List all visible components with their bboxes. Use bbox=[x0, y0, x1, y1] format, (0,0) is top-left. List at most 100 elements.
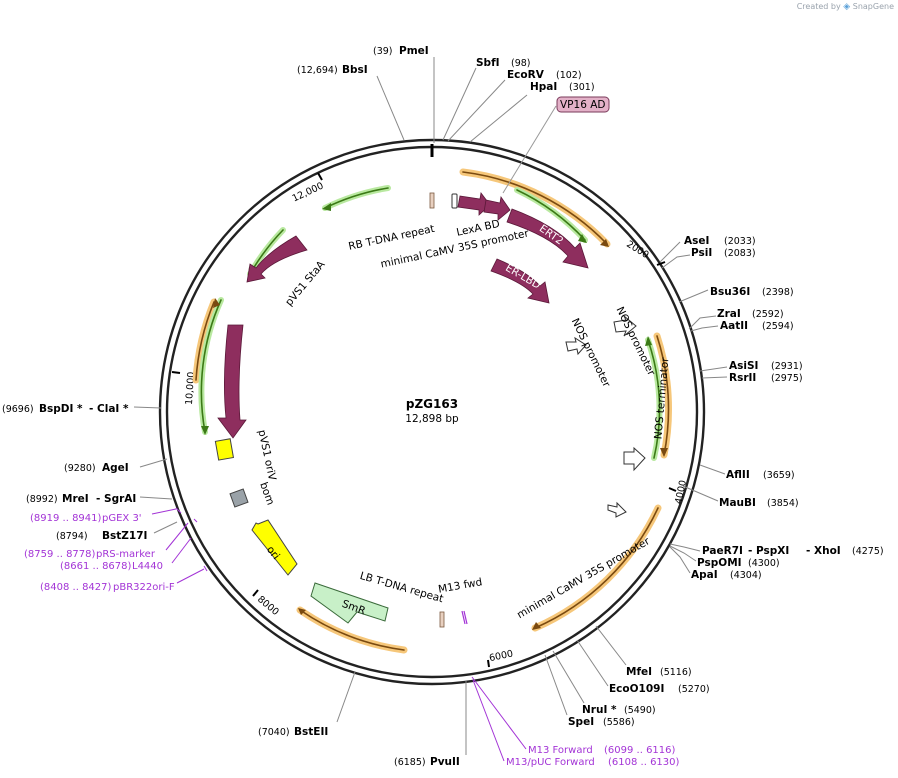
orange-track-4 bbox=[299, 609, 405, 651]
site-nrui-name: NruI * bbox=[582, 704, 617, 716]
site-sbfi-pos: (98) bbox=[511, 58, 531, 69]
tick-12000 bbox=[317, 172, 323, 181]
site-psii-name: PsiI bbox=[691, 247, 712, 259]
bom-box bbox=[229, 488, 249, 508]
primer-leaders bbox=[151, 507, 527, 762]
site-ecoo109i-name: EcoO109I bbox=[609, 683, 664, 695]
orange-arrowhead-3 bbox=[532, 622, 541, 630]
site-pspomi-pos: (4300) bbox=[748, 558, 780, 569]
pvs1-staa-arrow bbox=[246, 235, 308, 283]
primer-l4440-name: L4440 bbox=[132, 561, 163, 572]
site-mrei-name: MreI bbox=[62, 493, 89, 505]
lb-tdna-label: LB T-DNA repeat bbox=[358, 570, 444, 605]
vp16-ad-box bbox=[556, 96, 610, 113]
site-agei-name: AgeI bbox=[102, 462, 129, 474]
rb-tdna-label: RB T-DNA repeat bbox=[347, 223, 435, 253]
primer-pgex-range: (8919 .. 8941) bbox=[30, 513, 102, 524]
green-track-2 bbox=[647, 339, 661, 459]
tick-2000 bbox=[656, 261, 666, 266]
tick-label-8000: 8000 bbox=[255, 594, 281, 618]
orange-arrowhead-4 bbox=[298, 608, 306, 615]
site-mfei-name: MfeI bbox=[626, 666, 652, 678]
site-xhoi-pos: (4275) bbox=[852, 546, 884, 557]
primer-pbr322-name: pBR322ori-F bbox=[113, 582, 175, 593]
site-leaders bbox=[133, 57, 728, 755]
primer-labels: (8919 .. 8941) pGEX 3' (8759 .. 8778) pR… bbox=[24, 513, 680, 768]
orange-arrowhead-2 bbox=[660, 448, 668, 457]
tick-label-4000: 4000 bbox=[673, 479, 689, 505]
m13-fwd-marker bbox=[463, 610, 468, 625]
primer-m13-range: (6099 .. 6116) bbox=[604, 745, 676, 756]
orange-track-1 bbox=[462, 171, 608, 245]
site-ecorv-pos: (102) bbox=[556, 70, 582, 81]
orange-track-3 bbox=[534, 507, 659, 629]
vp16-ad-leader bbox=[502, 105, 557, 194]
site-maubi-name: MauBI bbox=[719, 497, 756, 509]
site-spei-name: SpeI bbox=[568, 716, 594, 728]
site-pspxi-name: - PspXI bbox=[748, 545, 789, 557]
orange-track-5 bbox=[195, 301, 215, 381]
camv-promoter-arrow-1 bbox=[451, 193, 458, 209]
pvs1-staa-label: pVS1 StaA bbox=[283, 258, 328, 308]
site-maubi-pos: (3854) bbox=[767, 498, 799, 509]
snapgene-brand: Created by ◈ SnapGene bbox=[797, 2, 894, 12]
site-asei-pos: (2033) bbox=[724, 236, 756, 247]
site-ecorv-name: EcoRV bbox=[507, 69, 545, 81]
vp16-ad-label: VP16 AD bbox=[560, 99, 605, 111]
site-bspdi-name: BspDI * bbox=[39, 403, 83, 415]
primer-pgex-name: pGEX 3' bbox=[102, 513, 142, 524]
site-asisi-pos: (2931) bbox=[771, 361, 803, 372]
site-bsu36i-name: Bsu36I bbox=[710, 286, 750, 298]
site-bbsi-pos: (12,694) bbox=[297, 65, 338, 76]
site-xhoi-name: - XhoI bbox=[806, 545, 841, 557]
site-apai-pos: (4304) bbox=[730, 570, 762, 581]
plasmid-backbone bbox=[158, 138, 706, 686]
site-nrui-pos: (5490) bbox=[624, 705, 656, 716]
site-zrai-pos: (2592) bbox=[752, 309, 784, 320]
site-ecoo109i-pos: (5270) bbox=[678, 684, 710, 695]
pvs1-oriv-box bbox=[214, 438, 235, 461]
nos-promoter-arrow-1 bbox=[613, 315, 637, 337]
site-mrei-pos: (8992) bbox=[26, 494, 58, 505]
nos-terminator-arrow bbox=[623, 446, 646, 472]
ori-arrow bbox=[251, 519, 298, 576]
primer-l4440-range: (8661 .. 8678) bbox=[60, 561, 132, 572]
orange-track-2 bbox=[656, 335, 670, 456]
site-zrai-name: ZraI bbox=[717, 308, 741, 320]
green-arrowhead-2 bbox=[645, 336, 652, 346]
green-arrowhead-5 bbox=[201, 426, 209, 435]
site-pmei-name: PmeI bbox=[399, 45, 429, 57]
site-mfei-pos: (5116) bbox=[660, 667, 692, 678]
green-arrowhead-3 bbox=[322, 203, 331, 211]
site-rsrii-pos: (2975) bbox=[771, 373, 803, 384]
tick-4000 bbox=[668, 487, 677, 492]
pvs1-repa-label: pVS1 RepA bbox=[245, 337, 259, 396]
primer-prs-range: (8759 .. 8778) bbox=[24, 549, 96, 560]
brand-created-by: Created by bbox=[796, 2, 841, 11]
nos-promoter-arrow-2 bbox=[565, 336, 587, 356]
site-paer7i-name: PaeR7I bbox=[702, 545, 743, 557]
er-lbd-arrow bbox=[490, 258, 550, 304]
site-hpai-pos: (301) bbox=[569, 82, 595, 93]
plasmid-size: 12,898 bp bbox=[405, 413, 459, 425]
primer-m13puc-range: (6108 .. 6130) bbox=[608, 757, 680, 768]
site-spei-pos: (5586) bbox=[603, 717, 635, 728]
primer-prs-name: pRS-marker bbox=[96, 549, 156, 560]
site-pmei-pos: (39) bbox=[373, 46, 393, 57]
camv-promoter-arrow-2 bbox=[607, 501, 627, 518]
site-rsrii-name: RsrII bbox=[729, 372, 756, 384]
tick-8000 bbox=[252, 589, 259, 597]
tick-label-6000: 6000 bbox=[488, 648, 514, 664]
brand-product: SnapGene bbox=[852, 2, 894, 11]
orange-tracks bbox=[192, 168, 673, 654]
primer-m13-name: M13 Forward bbox=[528, 745, 593, 756]
tick-6000 bbox=[487, 659, 490, 668]
site-aatii-pos: (2594) bbox=[762, 321, 794, 332]
site-asei-name: AseI bbox=[684, 235, 709, 247]
nos-promoter-label-2: NOS promoter bbox=[569, 316, 613, 389]
site-bsteii-name: BstEII bbox=[294, 726, 328, 738]
site-bbsi-name: BbsI bbox=[342, 64, 368, 76]
tick-label-2000: 2000 bbox=[624, 239, 650, 261]
site-psii-pos: (2083) bbox=[724, 248, 756, 259]
